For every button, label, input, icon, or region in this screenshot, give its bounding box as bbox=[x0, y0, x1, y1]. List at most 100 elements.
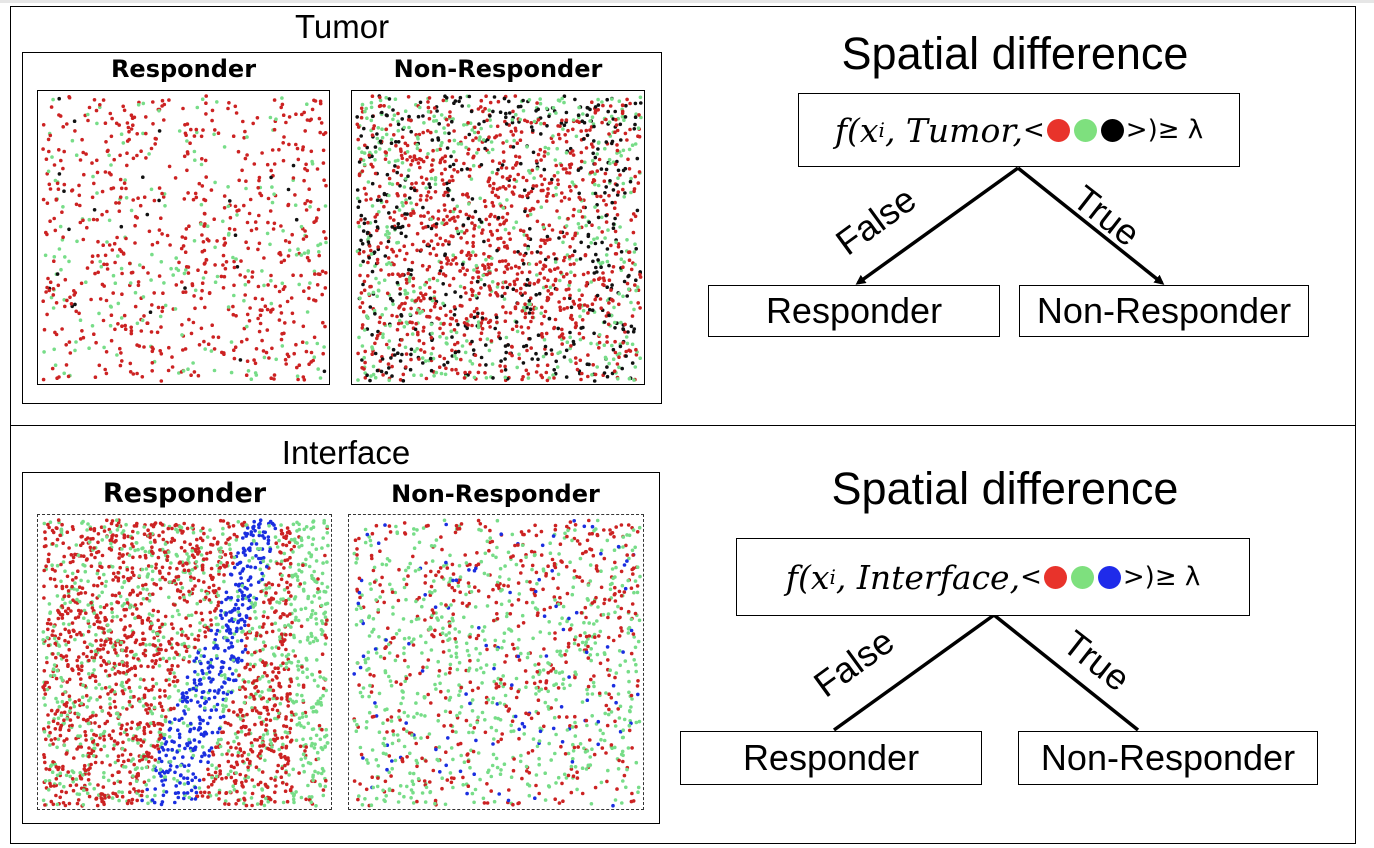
red-cell-dot bbox=[529, 121, 533, 125]
blue-cell-dot bbox=[198, 726, 203, 730]
green-cell-dot bbox=[324, 727, 329, 732]
green-cell-dot bbox=[120, 585, 124, 590]
red-cell-dot bbox=[454, 367, 458, 372]
green-cell-dot bbox=[107, 218, 112, 223]
green-cell-dot bbox=[47, 779, 52, 783]
green-cell-dot bbox=[191, 361, 195, 365]
red-cell-dot bbox=[450, 95, 455, 99]
green-cell-dot bbox=[157, 664, 162, 668]
red-cell-dot bbox=[462, 333, 467, 337]
red-cell-dot bbox=[193, 306, 197, 311]
black-cell-dot bbox=[445, 186, 450, 191]
red-cell-dot bbox=[471, 244, 475, 248]
red-cell-dot bbox=[258, 780, 263, 785]
red-cell-dot bbox=[305, 199, 310, 203]
red-cell-dot bbox=[294, 342, 298, 347]
red-cell-dot bbox=[530, 168, 535, 173]
blue-cell-dot bbox=[242, 619, 247, 624]
blue-cell-dot bbox=[194, 790, 199, 795]
red-cell-dot bbox=[586, 374, 590, 379]
red-cell-dot bbox=[73, 291, 78, 295]
green-cell-dot bbox=[186, 613, 191, 618]
red-cell-dot bbox=[272, 373, 277, 377]
green-cell-dot bbox=[85, 791, 90, 796]
green-cell-dot bbox=[253, 637, 258, 641]
red-cell-dot bbox=[468, 370, 472, 375]
red-cell-dot bbox=[63, 803, 68, 808]
red-cell-dot bbox=[633, 283, 637, 287]
black-cell-dot bbox=[591, 259, 595, 264]
red-cell-dot bbox=[86, 629, 91, 634]
red-cell-dot bbox=[505, 267, 510, 271]
black-cell-dot bbox=[452, 101, 456, 105]
red-cell-dot bbox=[405, 295, 409, 300]
top-edge-line bbox=[0, 0, 1374, 3]
red-cell-dot bbox=[631, 212, 636, 216]
red-cell-dot bbox=[574, 323, 578, 328]
red-cell-dot bbox=[483, 204, 488, 209]
black-cell-dot bbox=[504, 111, 508, 116]
red-cell-dot bbox=[101, 98, 106, 102]
red-cell-dot bbox=[469, 314, 473, 319]
red-cell-dot bbox=[282, 258, 287, 263]
green-cell-dot bbox=[435, 278, 440, 283]
red-cell-dot bbox=[187, 317, 191, 322]
red-cell-dot bbox=[515, 277, 519, 282]
red-cell-dot bbox=[245, 359, 250, 364]
red-cell-dot bbox=[497, 161, 502, 165]
green-cell-dot bbox=[311, 727, 316, 731]
green-cell-dot bbox=[115, 614, 119, 619]
red-cell-dot bbox=[154, 659, 158, 663]
tumor-leaf-responder: Responder bbox=[708, 285, 1000, 337]
red-cell-dot bbox=[70, 525, 75, 529]
red-cell-dot bbox=[547, 223, 552, 228]
green-cell-dot bbox=[291, 550, 295, 554]
red-cell-dot bbox=[465, 253, 469, 258]
red-cell-dot bbox=[463, 370, 467, 375]
red-cell-dot bbox=[141, 641, 145, 646]
red-cell-dot bbox=[476, 370, 481, 375]
red-cell-dot bbox=[553, 317, 558, 322]
green-cell-dot bbox=[81, 753, 85, 758]
green-cell-dot bbox=[504, 335, 509, 340]
red-cell-dot bbox=[514, 288, 519, 293]
green-cell-dot bbox=[187, 795, 192, 800]
red-cell-dot bbox=[443, 154, 448, 158]
red-cell-dot bbox=[301, 145, 306, 149]
red-cell-dot bbox=[597, 340, 602, 345]
red-cell-dot bbox=[182, 154, 187, 159]
black-cell-dot bbox=[450, 119, 454, 124]
red-cell-dot bbox=[217, 586, 221, 591]
red-cell-dot bbox=[102, 643, 107, 647]
red-cell-dot bbox=[173, 176, 178, 180]
black-cell-dot bbox=[545, 124, 549, 128]
red-cell-dot bbox=[590, 223, 594, 227]
red-cell-dot bbox=[81, 335, 86, 340]
red-cell-dot bbox=[291, 176, 296, 180]
blue-cell-dot bbox=[172, 756, 177, 760]
red-cell-dot bbox=[51, 542, 55, 546]
red-cell-dot bbox=[567, 287, 571, 291]
red-cell-dot bbox=[150, 659, 154, 663]
green-cell-dot bbox=[175, 631, 180, 635]
red-cell-dot bbox=[498, 222, 502, 227]
black-cell-dot bbox=[554, 359, 558, 364]
green-cell-dot bbox=[62, 721, 66, 725]
red-cell-dot bbox=[602, 198, 606, 203]
formula-close: >) bbox=[1125, 115, 1158, 145]
red-cell-dot bbox=[245, 220, 250, 225]
red-cell-dot bbox=[514, 324, 519, 328]
green-cell-dot bbox=[235, 639, 240, 643]
red-cell-dot bbox=[113, 327, 117, 332]
red-cell-dot bbox=[429, 196, 433, 200]
red-cell-dot bbox=[203, 212, 207, 216]
red-cell-dot bbox=[50, 633, 54, 637]
blue-cell-dot bbox=[161, 793, 166, 798]
red-cell-dot bbox=[242, 680, 247, 684]
green-cell-dot bbox=[202, 676, 206, 680]
red-cell-dot bbox=[244, 179, 248, 183]
red-cell-dot bbox=[243, 275, 247, 279]
red-cell-dot bbox=[620, 109, 625, 114]
red-cell-dot bbox=[392, 262, 396, 267]
green-cell-dot bbox=[280, 281, 285, 286]
